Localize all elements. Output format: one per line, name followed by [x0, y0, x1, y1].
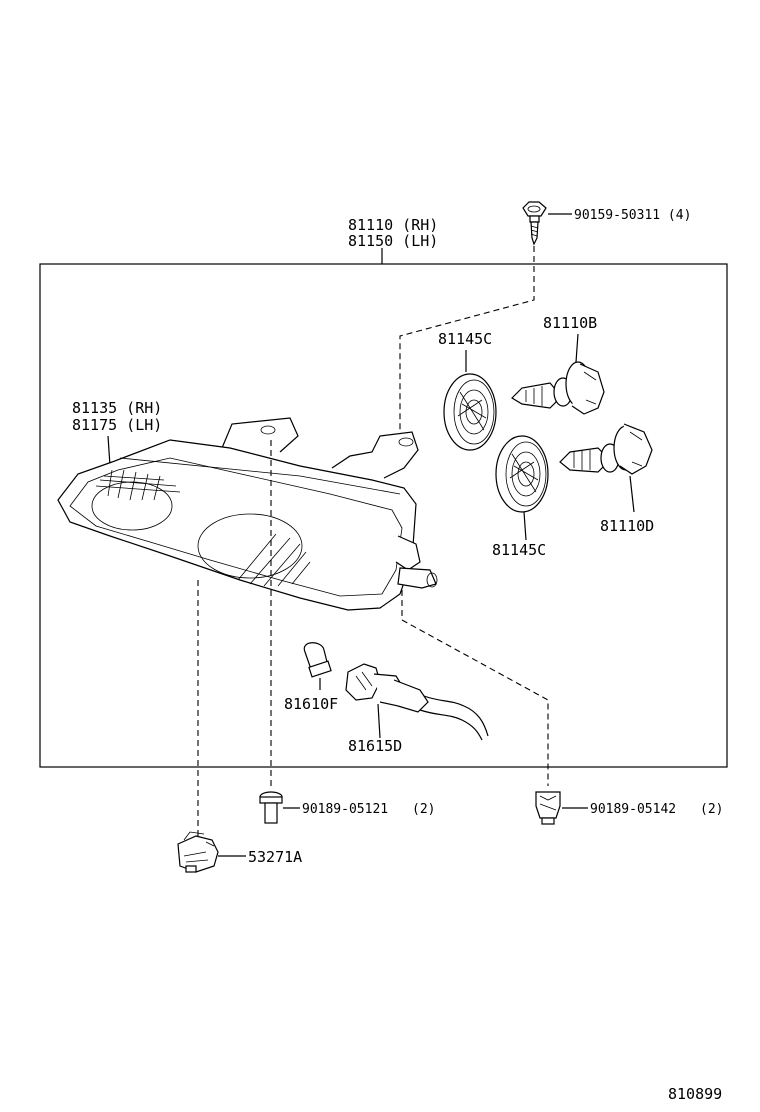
label-nut-bottom-qty: (2)	[700, 802, 723, 817]
seal-ring-icon	[495, 435, 549, 513]
label-bracket: 53271A	[248, 848, 302, 866]
label-lens-rh: 81135 (RH)	[72, 399, 162, 417]
label-socket-d: 81615D	[348, 737, 402, 755]
diagram-id: 810899	[668, 1085, 722, 1103]
screw-top-dashed-path	[399, 246, 535, 440]
headlamp-icon	[57, 417, 438, 611]
label-nut-bottom: 90189-05142	[590, 802, 676, 817]
socket-leader	[377, 703, 381, 739]
bulb-icon	[559, 423, 653, 475]
bulb-b-leader	[575, 333, 579, 363]
label-screw-bottom: 90189-05121	[302, 802, 388, 817]
assembly-frame	[39, 263, 728, 768]
bulb-d-leader	[629, 475, 635, 513]
label-seal-top: 81145C	[438, 330, 492, 348]
seal-ring-icon	[443, 373, 497, 451]
label-seal-bottom: 81145C	[492, 541, 546, 559]
socket-icon	[345, 663, 489, 741]
seal-bottom-leader	[523, 511, 527, 541]
label-lens-lh: 81175 (LH)	[72, 416, 162, 434]
bulb-icon	[511, 361, 605, 415]
nut-dashed-path	[401, 590, 549, 786]
bracket-icon	[177, 831, 219, 873]
clip-nut-icon	[535, 791, 561, 825]
label-assembly-lh: 81150 (LH)	[348, 232, 438, 250]
bulb-icon	[303, 642, 332, 678]
label-bulb-b: 81110B	[543, 314, 597, 332]
screw-icon	[522, 201, 547, 246]
label-bulb-d: 81110D	[600, 517, 654, 535]
lens-leader	[107, 435, 111, 467]
label-screw-bottom-qty: (2)	[412, 802, 435, 817]
label-assembly-rh: 81110 (RH)	[348, 216, 438, 234]
label-screw-top: 90159-50311 (4)	[574, 208, 691, 223]
screw-icon	[259, 791, 283, 824]
label-bulb-f: 81610F	[284, 695, 338, 713]
